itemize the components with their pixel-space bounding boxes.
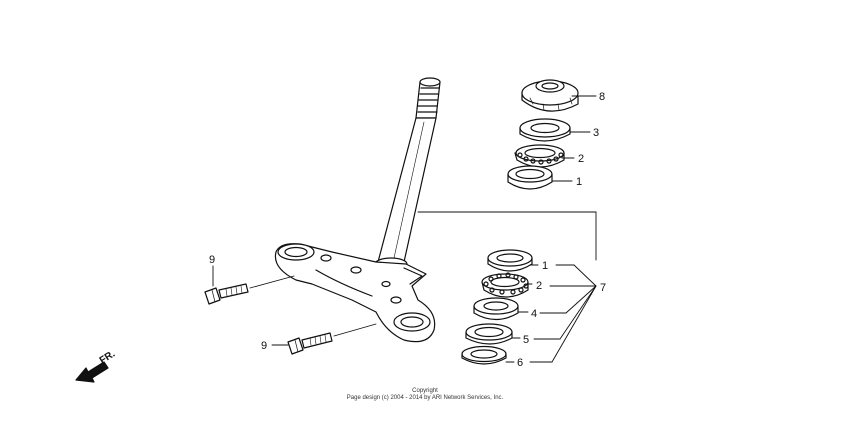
race-1-lower [487, 249, 533, 272]
copyright-line: Copyright [412, 388, 438, 394]
race-4 [473, 297, 519, 321]
callout-2-upper: 2 [578, 153, 584, 165]
callout-5: 5 [523, 334, 529, 346]
race-1-upper [507, 165, 553, 190]
callout-7: 7 [600, 282, 606, 294]
callout-6: 6 [517, 357, 523, 369]
callout-3: 3 [593, 127, 599, 139]
steering-stem-shaft [374, 77, 441, 271]
bottom-bridge [274, 243, 436, 343]
callout-labels: 8 3 2 1 1 2 7 4 5 6 9 9 FR. [98, 91, 606, 369]
bolt-9-upper [204, 275, 295, 305]
callout-1-lower: 1 [542, 260, 548, 272]
leader-lines [212, 95, 597, 363]
race-3 [519, 118, 571, 142]
copyright-notice: Page design (c) 2004 - 2014 by ARI Netwo… [346, 395, 504, 401]
bolt-9-lower [287, 323, 377, 355]
callout-4: 4 [531, 308, 537, 320]
dust-seal-6 [461, 345, 507, 365]
bearing-2-upper [514, 144, 565, 168]
front-direction-arrow-icon [75, 361, 109, 383]
callout-9-lower: 9 [261, 340, 267, 352]
callout-2-lower: 2 [536, 280, 542, 292]
bearing-2-lower [481, 272, 529, 298]
dust-seal-5 [465, 323, 513, 345]
callout-9-upper: 9 [209, 254, 215, 266]
callout-1-upper: 1 [576, 176, 582, 188]
top-nut-8 [521, 79, 579, 112]
callout-8: 8 [599, 91, 605, 103]
